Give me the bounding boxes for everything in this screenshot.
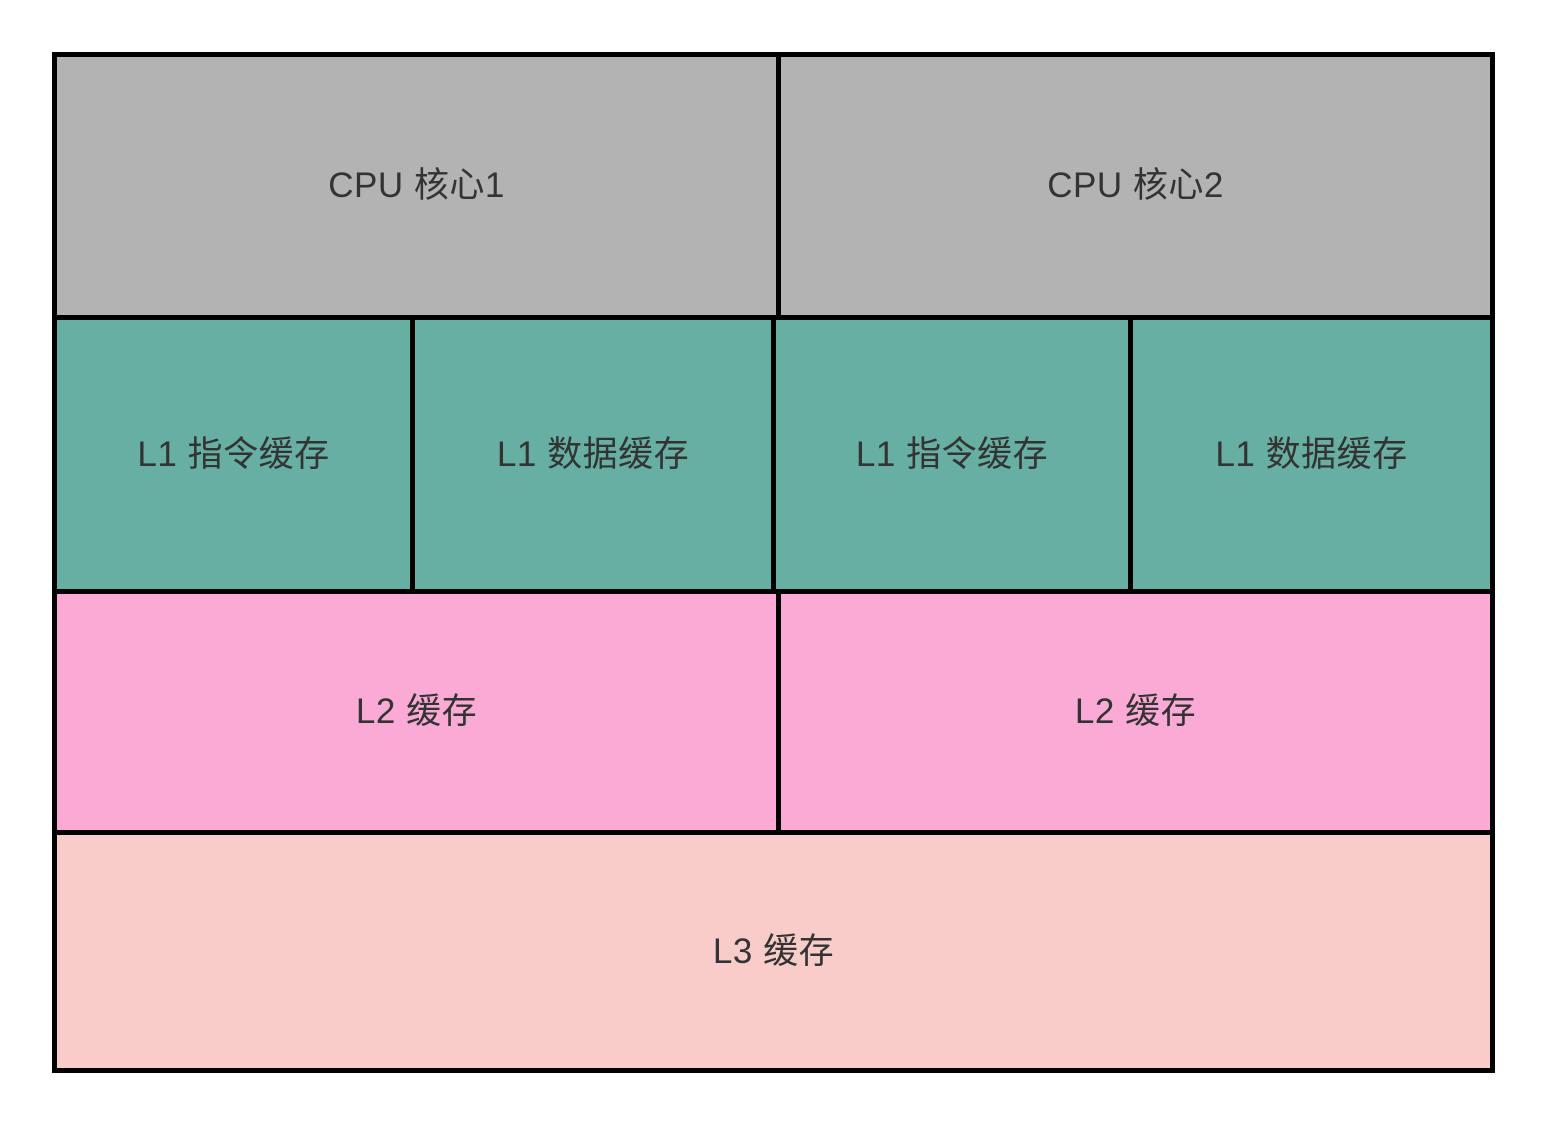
core2-l2-cache-box[interactable]: L2 缓存	[781, 594, 1490, 835]
core1-l1-data-cache-label: L1 数据缓存	[496, 434, 690, 474]
core2-l1-instruction-cache-box[interactable]: L1 指令缓存	[776, 320, 1133, 594]
cpu-core-2-box[interactable]: CPU 核心2	[781, 57, 1490, 320]
l2-cache-row: L2 缓存 L2 缓存	[57, 594, 1490, 835]
core2-l1-data-cache-box[interactable]: L1 数据缓存	[1133, 320, 1490, 594]
core1-l2-cache-box[interactable]: L2 缓存	[57, 594, 781, 835]
cpu-cache-hierarchy-diagram: CPU 核心1 CPU 核心2 L1 指令缓存 L1 数据缓存 L1 指令缓存 …	[52, 52, 1495, 1073]
cpu-core-2-label: CPU 核心2	[1047, 166, 1224, 205]
cpu-core-1-label: CPU 核心1	[328, 166, 505, 205]
core1-l1-instruction-cache-label: L1 指令缓存	[137, 434, 330, 474]
cpu-cores-row: CPU 核心1 CPU 核心2	[57, 57, 1490, 320]
cpu-core-1-box[interactable]: CPU 核心1	[57, 57, 781, 320]
core2-l2-cache-label: L2 缓存	[1074, 692, 1197, 731]
core2-l1-instruction-cache-label: L1 指令缓存	[855, 434, 1049, 474]
core1-l2-cache-label: L2 缓存	[355, 692, 478, 731]
l1-cache-row: L1 指令缓存 L1 数据缓存 L1 指令缓存 L1 数据缓存	[57, 320, 1490, 594]
core1-l1-instruction-cache-box[interactable]: L1 指令缓存	[57, 320, 415, 594]
l3-cache-row: L3 缓存	[57, 835, 1490, 1068]
shared-l3-cache-box[interactable]: L3 缓存	[57, 835, 1490, 1068]
core2-l1-data-cache-label: L1 数据缓存	[1215, 434, 1408, 474]
shared-l3-cache-label: L3 缓存	[712, 931, 835, 971]
core1-l1-data-cache-box[interactable]: L1 数据缓存	[415, 320, 776, 594]
